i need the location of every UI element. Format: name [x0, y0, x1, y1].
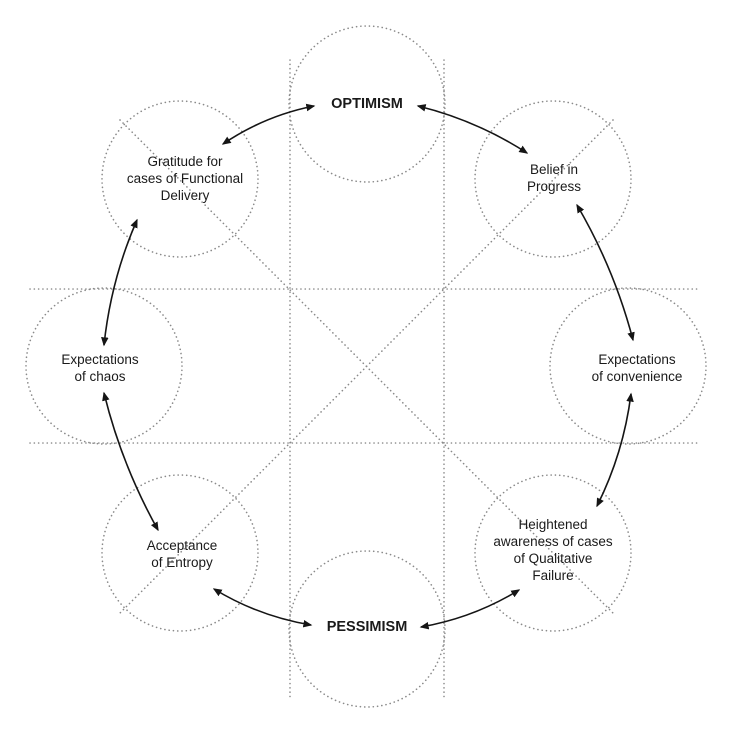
belief-in-progress-circle: [474, 100, 632, 258]
expectations-of-convenience-circle: [549, 287, 707, 445]
arrow-gratitude-to-optimism: [221, 103, 316, 145]
gratitude-label-line: Gratitude for: [147, 154, 223, 169]
arrow-expectations-of-convenience-to-heightened-awareness: [596, 392, 634, 508]
acceptance-of-entropy-label-line: of Entropy: [151, 555, 213, 570]
optimism-label: OPTIMISM: [331, 96, 403, 112]
acceptance-of-entropy-circle: [101, 474, 259, 632]
expectations-of-convenience-label-line: Expectations: [598, 352, 676, 367]
arrow-pessimism-to-acceptance-of-entropy: [212, 588, 313, 628]
optimism-label-line: OPTIMISM: [331, 96, 403, 112]
arrow-expectations-of-chaos-to-gratitude: [101, 218, 138, 347]
heightened-awareness-label-line: awareness of cases: [493, 534, 613, 549]
expectations-of-convenience-label-line: of convenience: [592, 369, 683, 384]
arrow-belief-in-progress-to-expectations-of-convenience: [576, 203, 635, 342]
guide-diagonal: [119, 119, 614, 614]
heightened-awareness-label-line: Failure: [532, 568, 573, 583]
expectations-of-chaos-label-line: Expectations: [61, 352, 139, 367]
pessimism-label-line: PESSIMISM: [327, 619, 408, 635]
gratitude-circle: [101, 100, 259, 258]
belief-in-progress-label-line: Progress: [527, 179, 581, 194]
heightened-awareness-label-line: Heightened: [518, 517, 587, 532]
gratitude-label-line: Delivery: [161, 188, 210, 203]
expectations-of-chaos-label-line: of chaos: [74, 369, 125, 384]
expectations-of-convenience-label: Expectations of convenience: [592, 352, 683, 384]
arrow-optimism-to-belief-in-progress: [416, 104, 529, 154]
heightened-awareness-label-line: of Qualitative: [514, 551, 593, 566]
heightened-awareness-circle: [474, 474, 632, 632]
belief-in-progress-label-line: Belief in: [530, 162, 578, 177]
acceptance-of-entropy-label-line: Acceptance: [147, 538, 218, 553]
expectations-of-chaos-label: Expectations of chaos: [61, 352, 139, 384]
gratitude-label-line: cases of Functional: [127, 171, 243, 186]
cycle-arrows: [101, 103, 635, 630]
belief-in-progress-label: Belief in Progress: [527, 162, 581, 194]
arrow-acceptance-of-entropy-to-expectations-of-chaos: [102, 391, 159, 532]
arrow-heightened-awareness-to-pessimism: [419, 589, 521, 630]
acceptance-of-entropy-label: Acceptance of Entropy: [147, 538, 218, 570]
expectations-of-chaos-circle: [25, 287, 183, 445]
pessimism-label: PESSIMISM: [327, 619, 408, 635]
heightened-awareness-label: Heightened awareness of cases of Qualitati…: [493, 517, 613, 583]
